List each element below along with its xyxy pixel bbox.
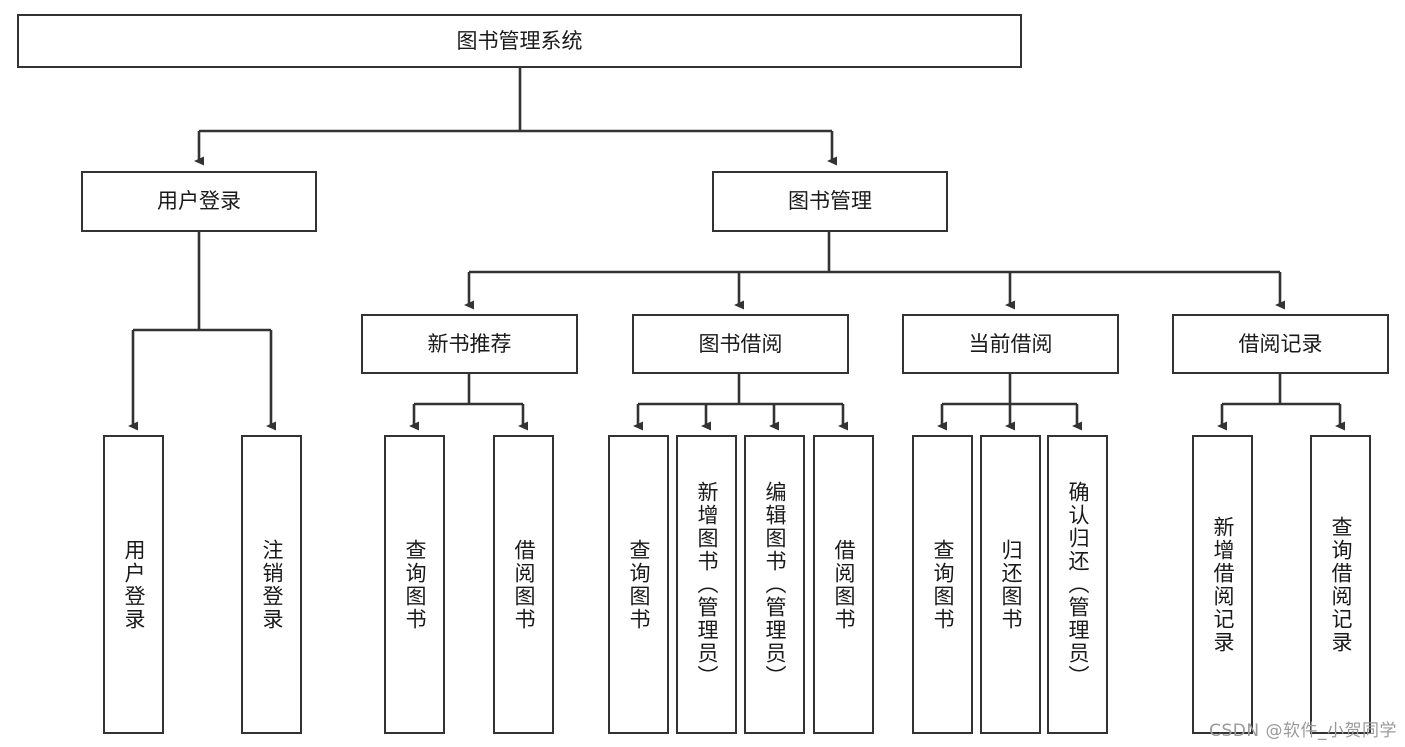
leaf-query-book-borrow-label: 查询图书 xyxy=(627,538,651,631)
leaf-user-login-label: 用户登录 xyxy=(122,538,146,631)
leaf-query-book-recommend[interactable]: 查询图书 xyxy=(384,435,445,734)
node-new-book-recommend-label: 新书推荐 xyxy=(427,331,512,356)
leaf-add-book-admin[interactable]: 新增图书（管理员） xyxy=(676,435,737,734)
node-user-login-label: 用户登录 xyxy=(157,189,241,214)
leaf-return-book-label: 归还图书 xyxy=(999,538,1023,631)
leaf-query-book-current-label: 查询图书 xyxy=(931,538,955,631)
leaf-query-borrow-record[interactable]: 查询借阅记录 xyxy=(1310,435,1371,734)
leaf-return-book[interactable]: 归还图书 xyxy=(980,435,1041,734)
leaf-borrow-book-recommend-label: 借阅图书 xyxy=(512,538,536,631)
leaf-query-book-borrow[interactable]: 查询图书 xyxy=(608,435,669,734)
node-book-borrow-label: 图书借阅 xyxy=(698,331,783,356)
leaf-query-borrow-record-label: 查询借阅记录 xyxy=(1329,515,1353,654)
leaf-borrow-book[interactable]: 借阅图书 xyxy=(813,435,874,734)
leaf-user-login[interactable]: 用户登录 xyxy=(103,435,164,734)
node-book-borrow[interactable]: 图书借阅 xyxy=(632,314,849,374)
node-book-management[interactable]: 图书管理 xyxy=(712,171,948,232)
watermark: CSDN @软件_小贺同学 xyxy=(1209,721,1397,741)
leaf-add-borrow-record[interactable]: 新增借阅记录 xyxy=(1192,435,1253,734)
leaf-confirm-return-admin-label: 确认归还（管理员） xyxy=(1066,481,1090,688)
node-new-book-recommend[interactable]: 新书推荐 xyxy=(361,314,578,374)
node-current-borrow[interactable]: 当前借阅 xyxy=(902,314,1119,374)
node-root-label: 图书管理系统 xyxy=(456,28,583,53)
leaf-add-borrow-record-label: 新增借阅记录 xyxy=(1211,515,1235,654)
node-user-login[interactable]: 用户登录 xyxy=(81,171,317,232)
leaf-add-book-admin-label: 新增图书（管理员） xyxy=(695,481,719,688)
leaf-edit-book-admin[interactable]: 编辑图书（管理员） xyxy=(744,435,805,734)
leaf-logout[interactable]: 注销登录 xyxy=(241,435,302,734)
leaf-borrow-book-recommend[interactable]: 借阅图书 xyxy=(493,435,554,734)
leaf-query-book-recommend-label: 查询图书 xyxy=(403,538,427,631)
leaf-confirm-return-admin[interactable]: 确认归还（管理员） xyxy=(1047,435,1108,734)
node-book-management-label: 图书管理 xyxy=(788,189,872,214)
node-borrow-records[interactable]: 借阅记录 xyxy=(1172,314,1389,374)
node-current-borrow-label: 当前借阅 xyxy=(968,331,1053,356)
leaf-query-book-current[interactable]: 查询图书 xyxy=(912,435,973,734)
leaf-borrow-book-label: 借阅图书 xyxy=(832,538,856,631)
leaf-logout-label: 注销登录 xyxy=(260,538,284,631)
node-borrow-records-label: 借阅记录 xyxy=(1238,331,1323,356)
leaf-edit-book-admin-label: 编辑图书（管理员） xyxy=(763,481,787,688)
node-root[interactable]: 图书管理系统 xyxy=(17,14,1022,68)
